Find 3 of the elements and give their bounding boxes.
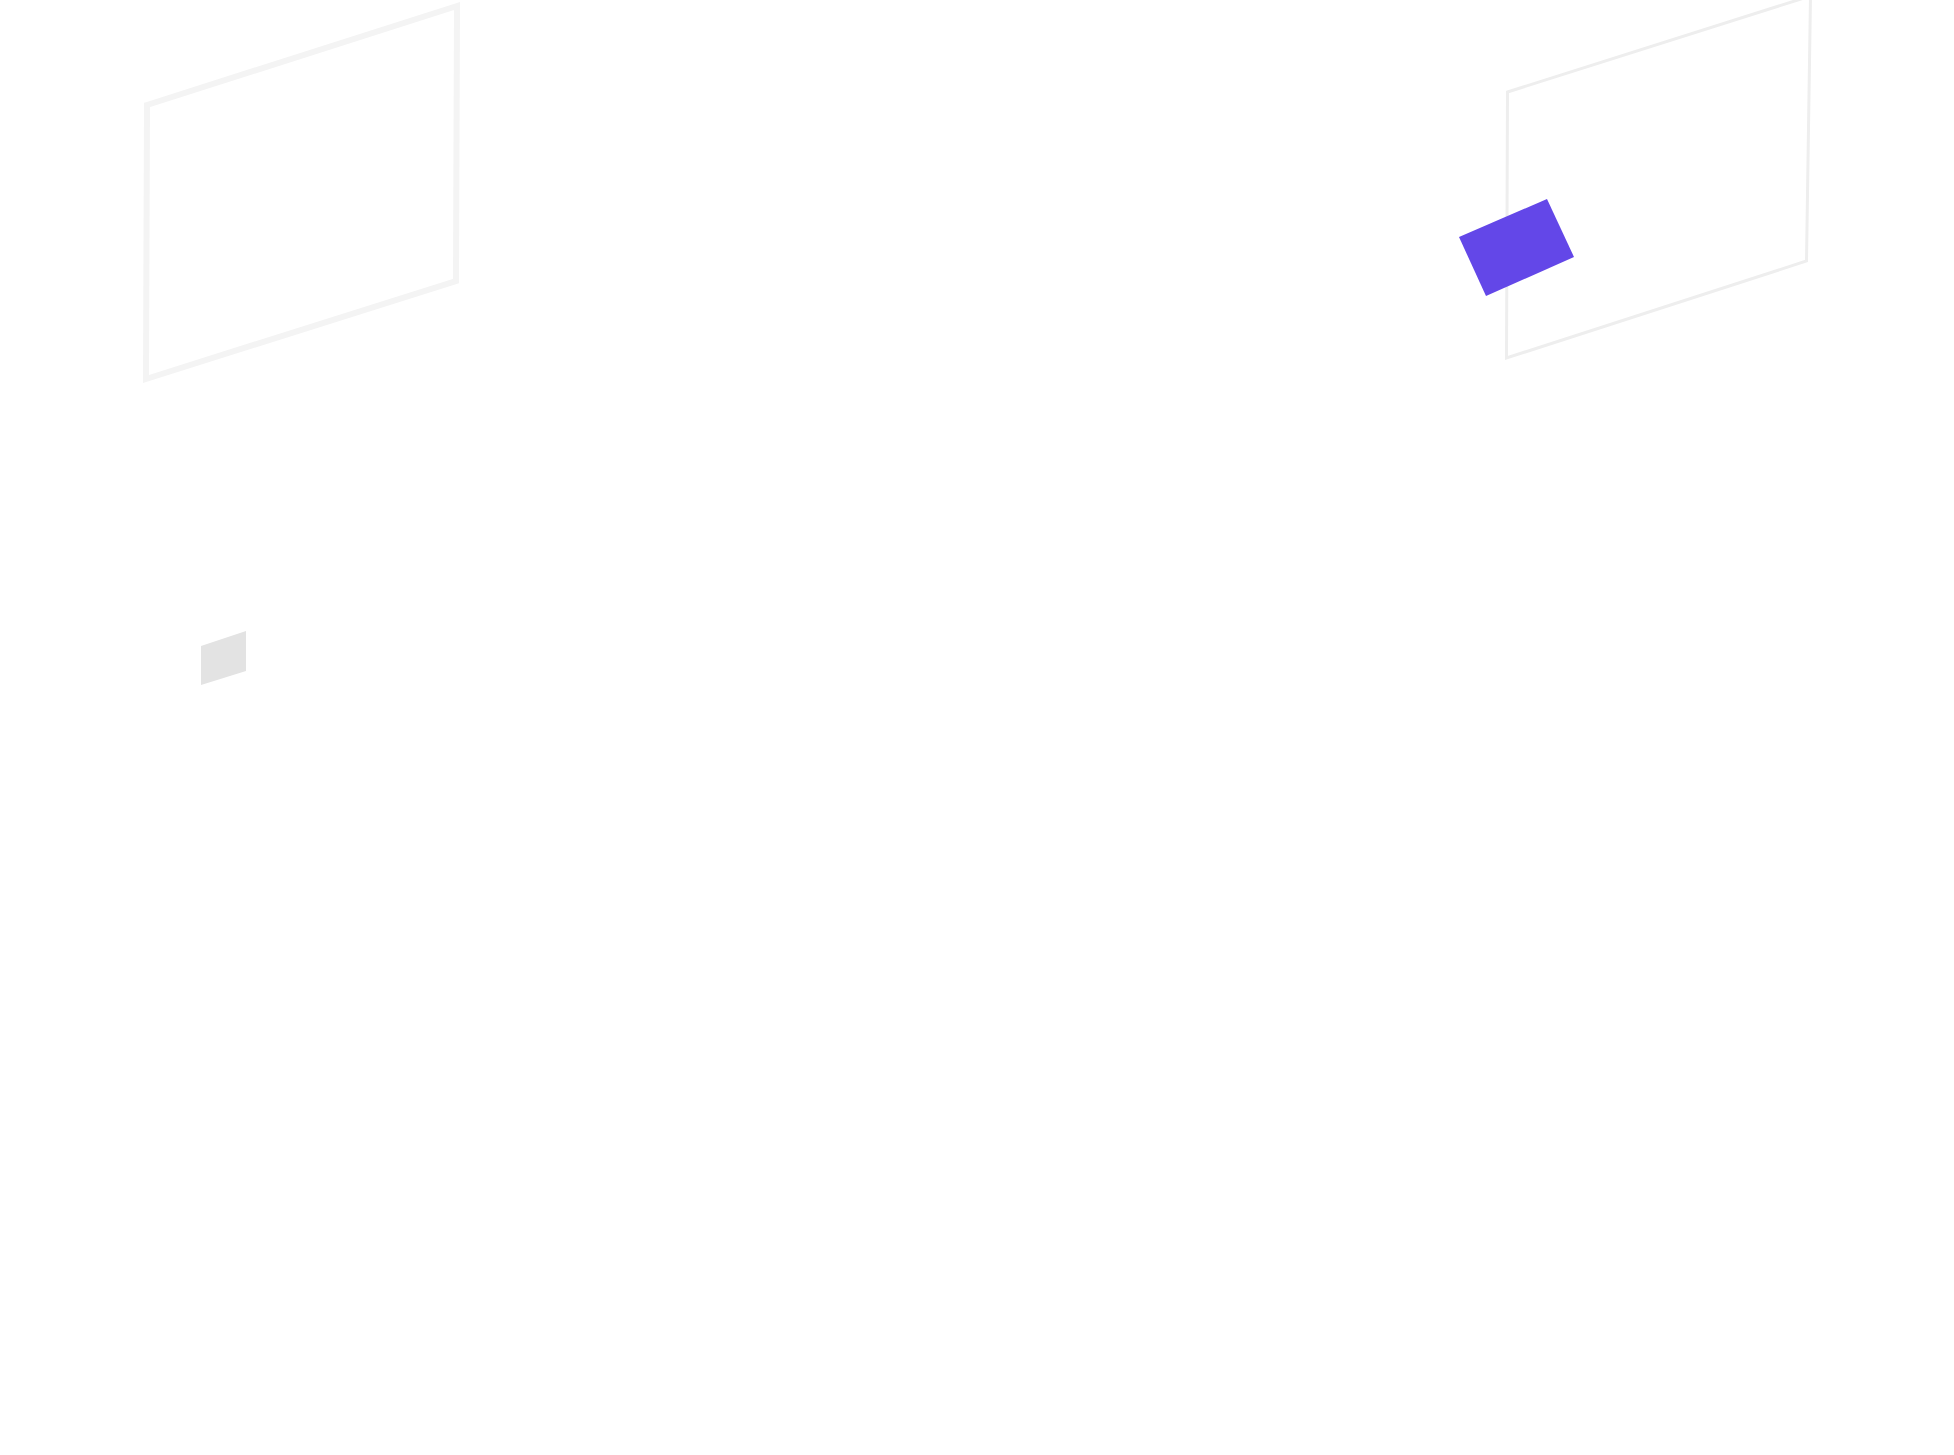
tilted-tile: [1459, 199, 1574, 296]
small-tile: [201, 631, 246, 685]
parallelogram-outline: [1504, 0, 1812, 360]
